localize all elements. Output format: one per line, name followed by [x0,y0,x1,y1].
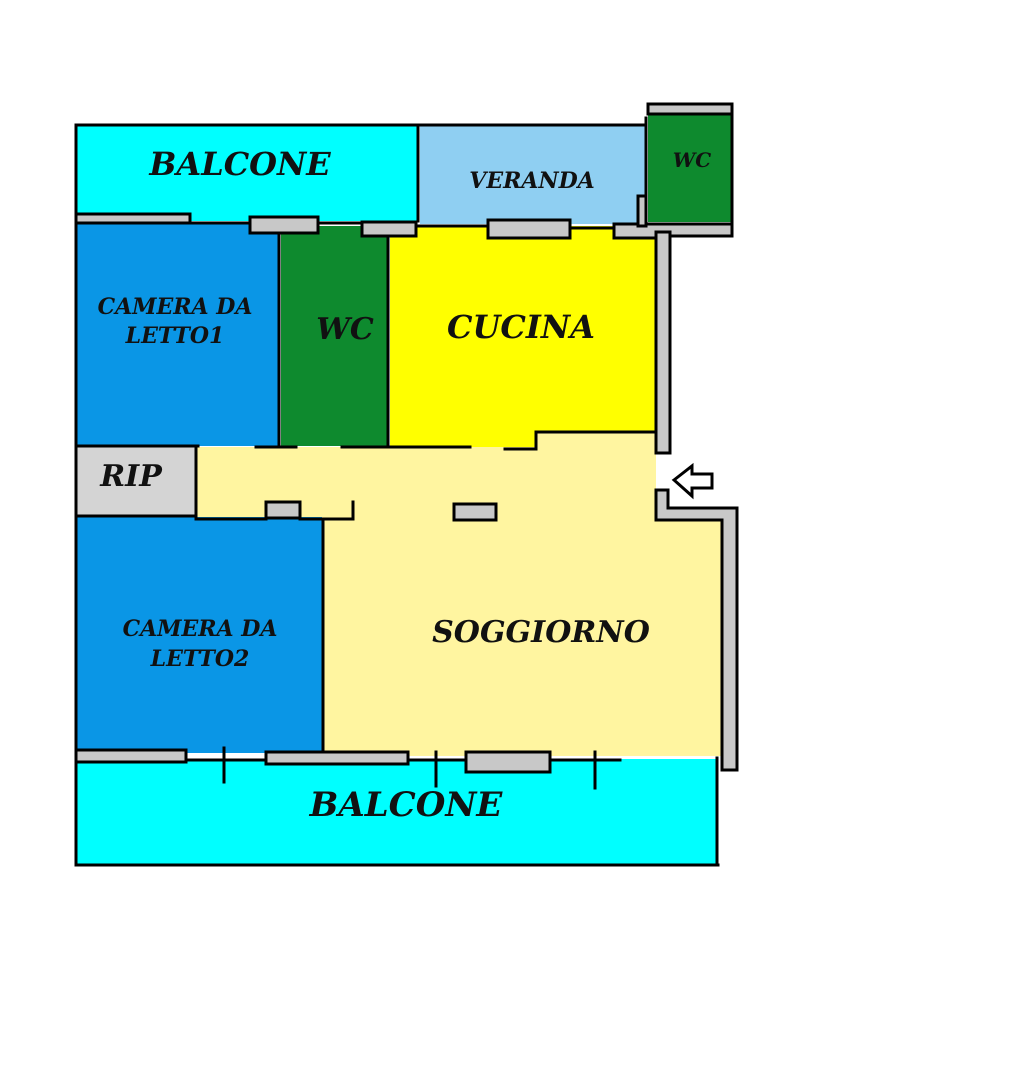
arrow-left-icon [671,462,714,500]
soggiorno-area [196,432,722,756]
label-camera2-line1: CAMERA DA [123,616,278,642]
label-cucina: CUCINA [447,308,595,346]
window [452,502,498,522]
balcone-top-area [76,125,418,221]
window [486,218,572,240]
label-wc-small: WC [673,148,711,172]
walls [74,112,734,867]
label-veranda: VERANDA [469,168,594,194]
wc-small-area [648,114,732,222]
window [74,212,192,225]
cucina-area [390,226,656,447]
balcone-bottom-area [76,759,717,865]
label-camera2-line2: LETTO2 [150,646,250,672]
camera-letto2-area [76,517,322,753]
outer-walls [612,102,739,772]
window [264,500,302,520]
camera-letto1-area [76,224,279,446]
label-wc-main: WC [316,312,374,347]
label-camera1-line2: LETTO1 [125,323,225,349]
rip-area [76,447,196,515]
window [264,750,410,766]
label-balcone-top: BALCONE [148,145,331,183]
veranda-area [420,125,646,224]
label-rip: RIP [99,459,163,494]
window [248,215,320,235]
wc-main-area [281,226,388,446]
windows [74,212,572,774]
label-camera1-line1: CAMERA DA [98,294,253,320]
label-balcone-bottom: BALCONE [309,785,504,825]
window [74,748,188,764]
label-soggiorno: SOGGIORNO [432,615,650,650]
window [464,750,552,774]
window [360,220,418,238]
